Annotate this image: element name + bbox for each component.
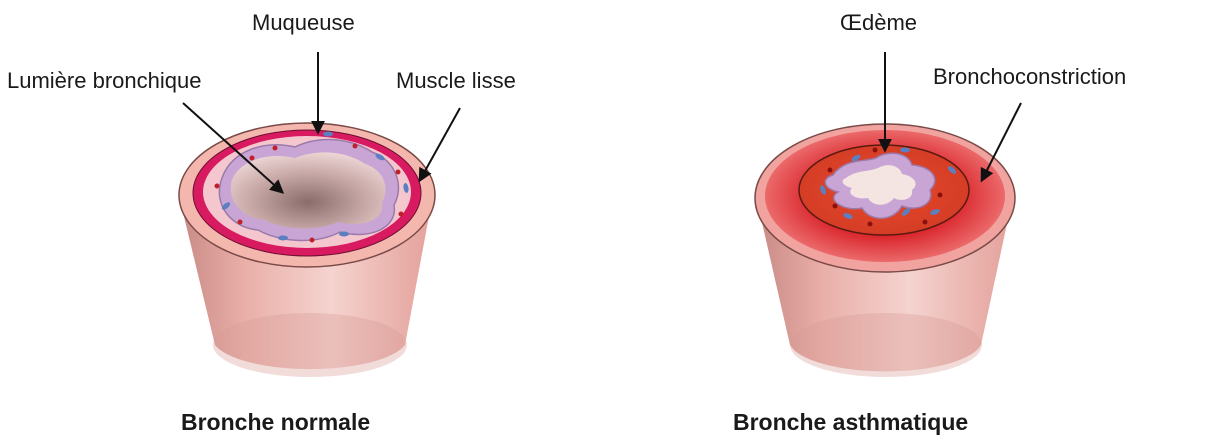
normal-bronchus [179,52,460,377]
caption-normal: Bronche normale [181,411,370,434]
label-mucosa: Muqueuse [252,12,355,34]
arrow-muscle [420,108,460,180]
asthma-tube-bottom [790,313,982,377]
label-bronchoconstriction: Bronchoconstriction [933,66,1126,88]
label-smooth-muscle: Muscle lisse [396,70,516,92]
normal-tube-bottom [213,313,407,377]
caption-asthmatic: Bronche asthmatique [733,411,968,434]
label-lumen: Lumière bronchique [7,70,201,92]
label-edema: Œdème [840,12,917,34]
asthmatic-bronchus [755,52,1021,377]
normal-lumen [231,152,386,228]
